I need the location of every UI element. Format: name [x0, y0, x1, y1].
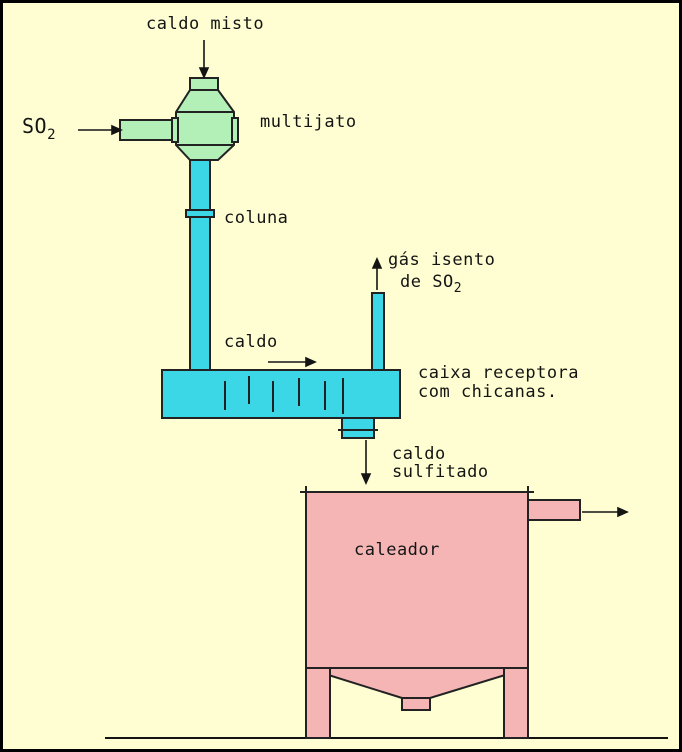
label-caldo-misto: caldo misto	[146, 14, 265, 34]
label-caixa-line2: com chicanas.	[418, 382, 558, 402]
label-gas-line1: gás isento	[388, 250, 496, 270]
caleador-tank	[300, 486, 581, 739]
flow-arrows	[78, 40, 629, 518]
label-so2: SO2	[22, 114, 56, 143]
label-caleador: caleador	[354, 540, 440, 560]
label-caixa-line1: caixa receptora	[418, 363, 580, 383]
label-caldo: caldo	[224, 332, 278, 352]
label-gas-line2: de SO2	[400, 272, 463, 296]
label-gas-subscript: 2	[453, 281, 463, 296]
multijato-ejector	[119, 77, 239, 161]
label-sulf-line1: caldo	[392, 444, 446, 464]
label-so2-subscript: 2	[47, 127, 57, 143]
label-coluna: coluna	[224, 208, 289, 228]
label-multijato: multijato	[260, 112, 357, 132]
label-gas-line2-main: de SO	[400, 272, 454, 292]
label-sulf-line2: sulfitado	[392, 462, 489, 482]
coluna-pipe	[185, 159, 215, 371]
label-so2-main: SO	[22, 114, 48, 138]
caixa-receptora	[161, 369, 401, 439]
gas-outlet-pipe	[371, 292, 385, 371]
